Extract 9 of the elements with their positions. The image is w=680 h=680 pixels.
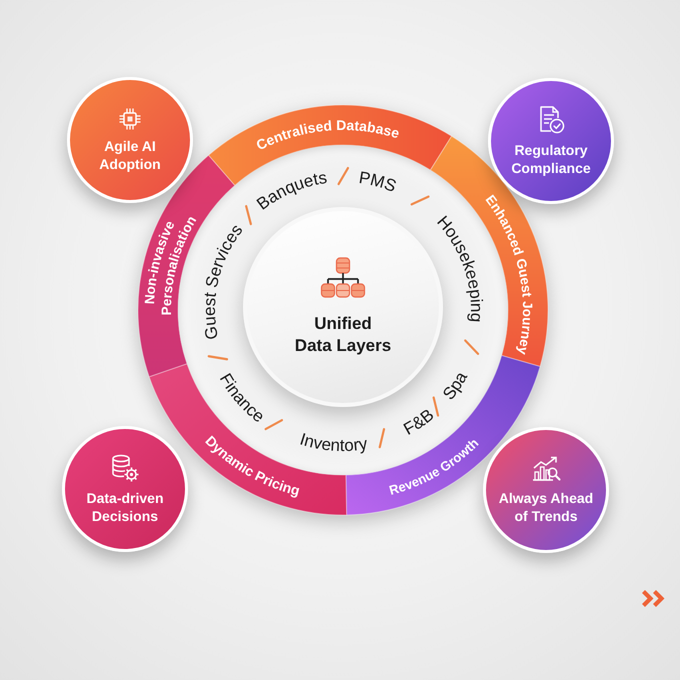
- feature-label: Regulatory Compliance: [510, 142, 592, 177]
- department-label: Inventory: [298, 430, 369, 456]
- feature-label: Always Ahead of Trends: [498, 490, 594, 525]
- feature-label: Data-driven Decisions: [85, 490, 165, 525]
- feature-label: Agile AI Adoption: [98, 138, 162, 173]
- center-label: Unified Data Layers: [294, 312, 392, 357]
- department-label: Spa: [439, 368, 472, 404]
- department-label: PMS: [358, 168, 399, 196]
- department-label: F&B: [400, 405, 438, 439]
